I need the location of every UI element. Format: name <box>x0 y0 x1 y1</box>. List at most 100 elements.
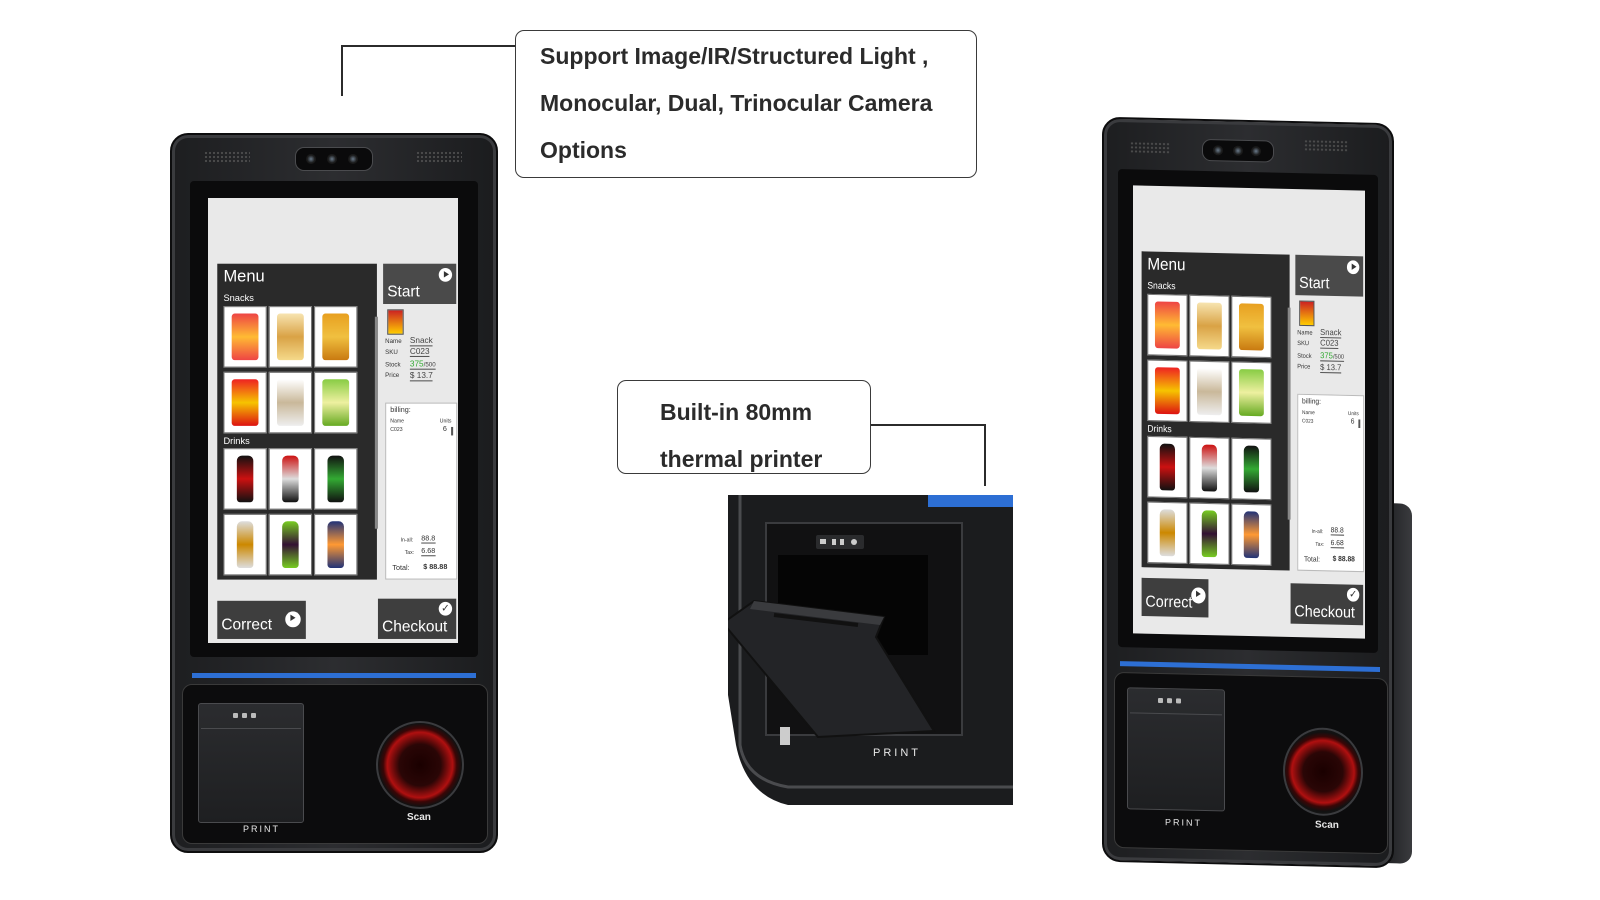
correct-icon <box>1191 587 1206 604</box>
checkout-button[interactable]: Checkout ✓ <box>1290 583 1364 626</box>
product-tile[interactable] <box>223 513 267 576</box>
camera-lens-icon <box>1251 146 1261 157</box>
menu-scrollbar[interactable] <box>374 316 378 529</box>
camera-lens-icon <box>348 154 358 164</box>
billing-panel: billing: Name Units C023 6 In-all: 88.8 … <box>385 402 458 580</box>
camera-lens-icon <box>306 154 316 164</box>
print-logo: PRINT <box>1165 817 1202 828</box>
checkout-button[interactable]: Checkout ✓ <box>377 598 457 639</box>
billing-scrollbar[interactable] <box>451 426 454 436</box>
billing-scrollbar[interactable] <box>1358 419 1361 428</box>
barcode-scanner[interactable] <box>1283 726 1363 817</box>
camera-leader-line-v <box>341 45 343 96</box>
tax-label: Tax: <box>404 549 415 557</box>
menu-title: Menu <box>1147 255 1186 275</box>
product-tile[interactable] <box>223 448 267 510</box>
sku-value: C023 <box>1320 338 1339 350</box>
product-tile[interactable] <box>314 371 358 434</box>
total-value: $ 88.88 <box>1332 555 1355 564</box>
sku-label: SKU <box>1297 340 1310 348</box>
stock-total: /500 <box>1332 354 1345 361</box>
product-tile[interactable] <box>268 306 313 368</box>
print-label: PRINT <box>1165 817 1202 828</box>
product-tile[interactable] <box>223 371 267 434</box>
billing-row-units: 6 <box>1350 418 1355 426</box>
product-tile[interactable] <box>268 448 313 510</box>
start-button[interactable]: Start <box>1295 254 1364 297</box>
category-snacks: Snacks <box>223 292 254 303</box>
barcode-scanner[interactable] <box>376 721 464 809</box>
camera-callout-line3: Options <box>540 137 627 163</box>
camera-module <box>1202 138 1274 163</box>
category-drinks: Drinks <box>1147 423 1172 435</box>
stock-count: 375 <box>409 359 424 369</box>
play-icon <box>438 267 453 282</box>
product-tile[interactable] <box>1189 360 1230 423</box>
play-icon <box>1346 260 1360 275</box>
closeup-print-label: PRINT <box>873 747 921 759</box>
tax-label: Tax: <box>1315 541 1325 549</box>
product-tile[interactable] <box>1147 435 1188 499</box>
category-drinks: Drinks <box>223 435 250 447</box>
product-tile[interactable] <box>1147 359 1188 422</box>
product-tile[interactable] <box>223 306 267 368</box>
product-tile[interactable] <box>1189 294 1230 358</box>
correct-button[interactable]: Correct <box>217 600 306 639</box>
product-tile[interactable] <box>1147 293 1188 357</box>
speaker-grille-left <box>204 151 250 163</box>
price-value: $ 13.7 <box>409 370 433 382</box>
product-tile[interactable] <box>1189 436 1230 500</box>
stock-label: Stock <box>385 362 401 369</box>
product-tile[interactable] <box>1231 503 1272 566</box>
scan-label: Scan <box>1315 819 1339 832</box>
total-value: $ 88.88 <box>423 563 448 572</box>
in-all-value: 88.8 <box>421 535 436 544</box>
printer-callout-line2: thermal printer <box>660 446 823 472</box>
name-value: Snack <box>1320 327 1342 339</box>
checkout-label: Checkout <box>382 617 448 636</box>
camera-callout-line2: Monocular, Dual, Trinocular Camera <box>540 90 933 116</box>
stock-value: 375/500 <box>409 359 436 370</box>
billing-col-name: Name <box>1302 409 1315 417</box>
pos-ui: Menu Snacks Drinks Start <box>1133 185 1365 635</box>
billing-row-units: 6 <box>442 425 447 434</box>
sku-label: SKU <box>385 349 398 356</box>
start-button[interactable]: Start <box>383 263 457 304</box>
product-tile[interactable] <box>314 513 358 576</box>
camera-leader-line-h <box>342 45 516 47</box>
product-tile[interactable] <box>1147 501 1188 564</box>
price-label: Price <box>1297 364 1311 371</box>
printer-indicator-lights <box>233 713 256 718</box>
stock-count: 375 <box>1320 350 1333 361</box>
thermal-printer-door[interactable] <box>198 703 304 823</box>
touch-screen: Menu Snacks Drinks Start <box>1133 185 1365 639</box>
product-tile[interactable] <box>1231 437 1272 501</box>
stock-value: 375/500 <box>1320 350 1345 362</box>
correct-button[interactable]: Correct <box>1141 577 1209 618</box>
product-tile[interactable] <box>1189 502 1230 565</box>
menu-title: Menu <box>223 267 265 286</box>
pos-ui: Menu Snacks Drinks Start <box>208 198 458 643</box>
in-all-label: In-all: <box>400 537 414 544</box>
name-label: Name <box>1297 330 1313 337</box>
menu-panel: Menu Snacks Drinks <box>1141 251 1291 571</box>
product-tile[interactable] <box>314 448 358 510</box>
speaker-grille-right <box>1304 139 1348 153</box>
printer-callout: Built-in 80mm thermal printer <box>617 380 871 474</box>
check-icon: ✓ <box>438 601 453 616</box>
product-tile[interactable] <box>268 371 313 434</box>
correct-label: Correct <box>221 615 273 634</box>
name-label: Name <box>385 338 402 346</box>
accent-light-strip <box>192 673 476 678</box>
product-tile[interactable] <box>268 513 313 576</box>
correct-icon <box>285 611 301 628</box>
printer-leader-line-h <box>871 424 985 426</box>
menu-scrollbar[interactable] <box>1287 307 1291 520</box>
product-tile[interactable] <box>1231 361 1272 424</box>
scan-label: Scan <box>407 812 431 823</box>
product-tile[interactable] <box>1231 295 1272 359</box>
thermal-printer-door[interactable] <box>1127 687 1225 812</box>
name-value: Snack <box>409 335 433 347</box>
product-tile[interactable] <box>314 306 358 368</box>
billing-col-name: Name <box>390 418 405 425</box>
